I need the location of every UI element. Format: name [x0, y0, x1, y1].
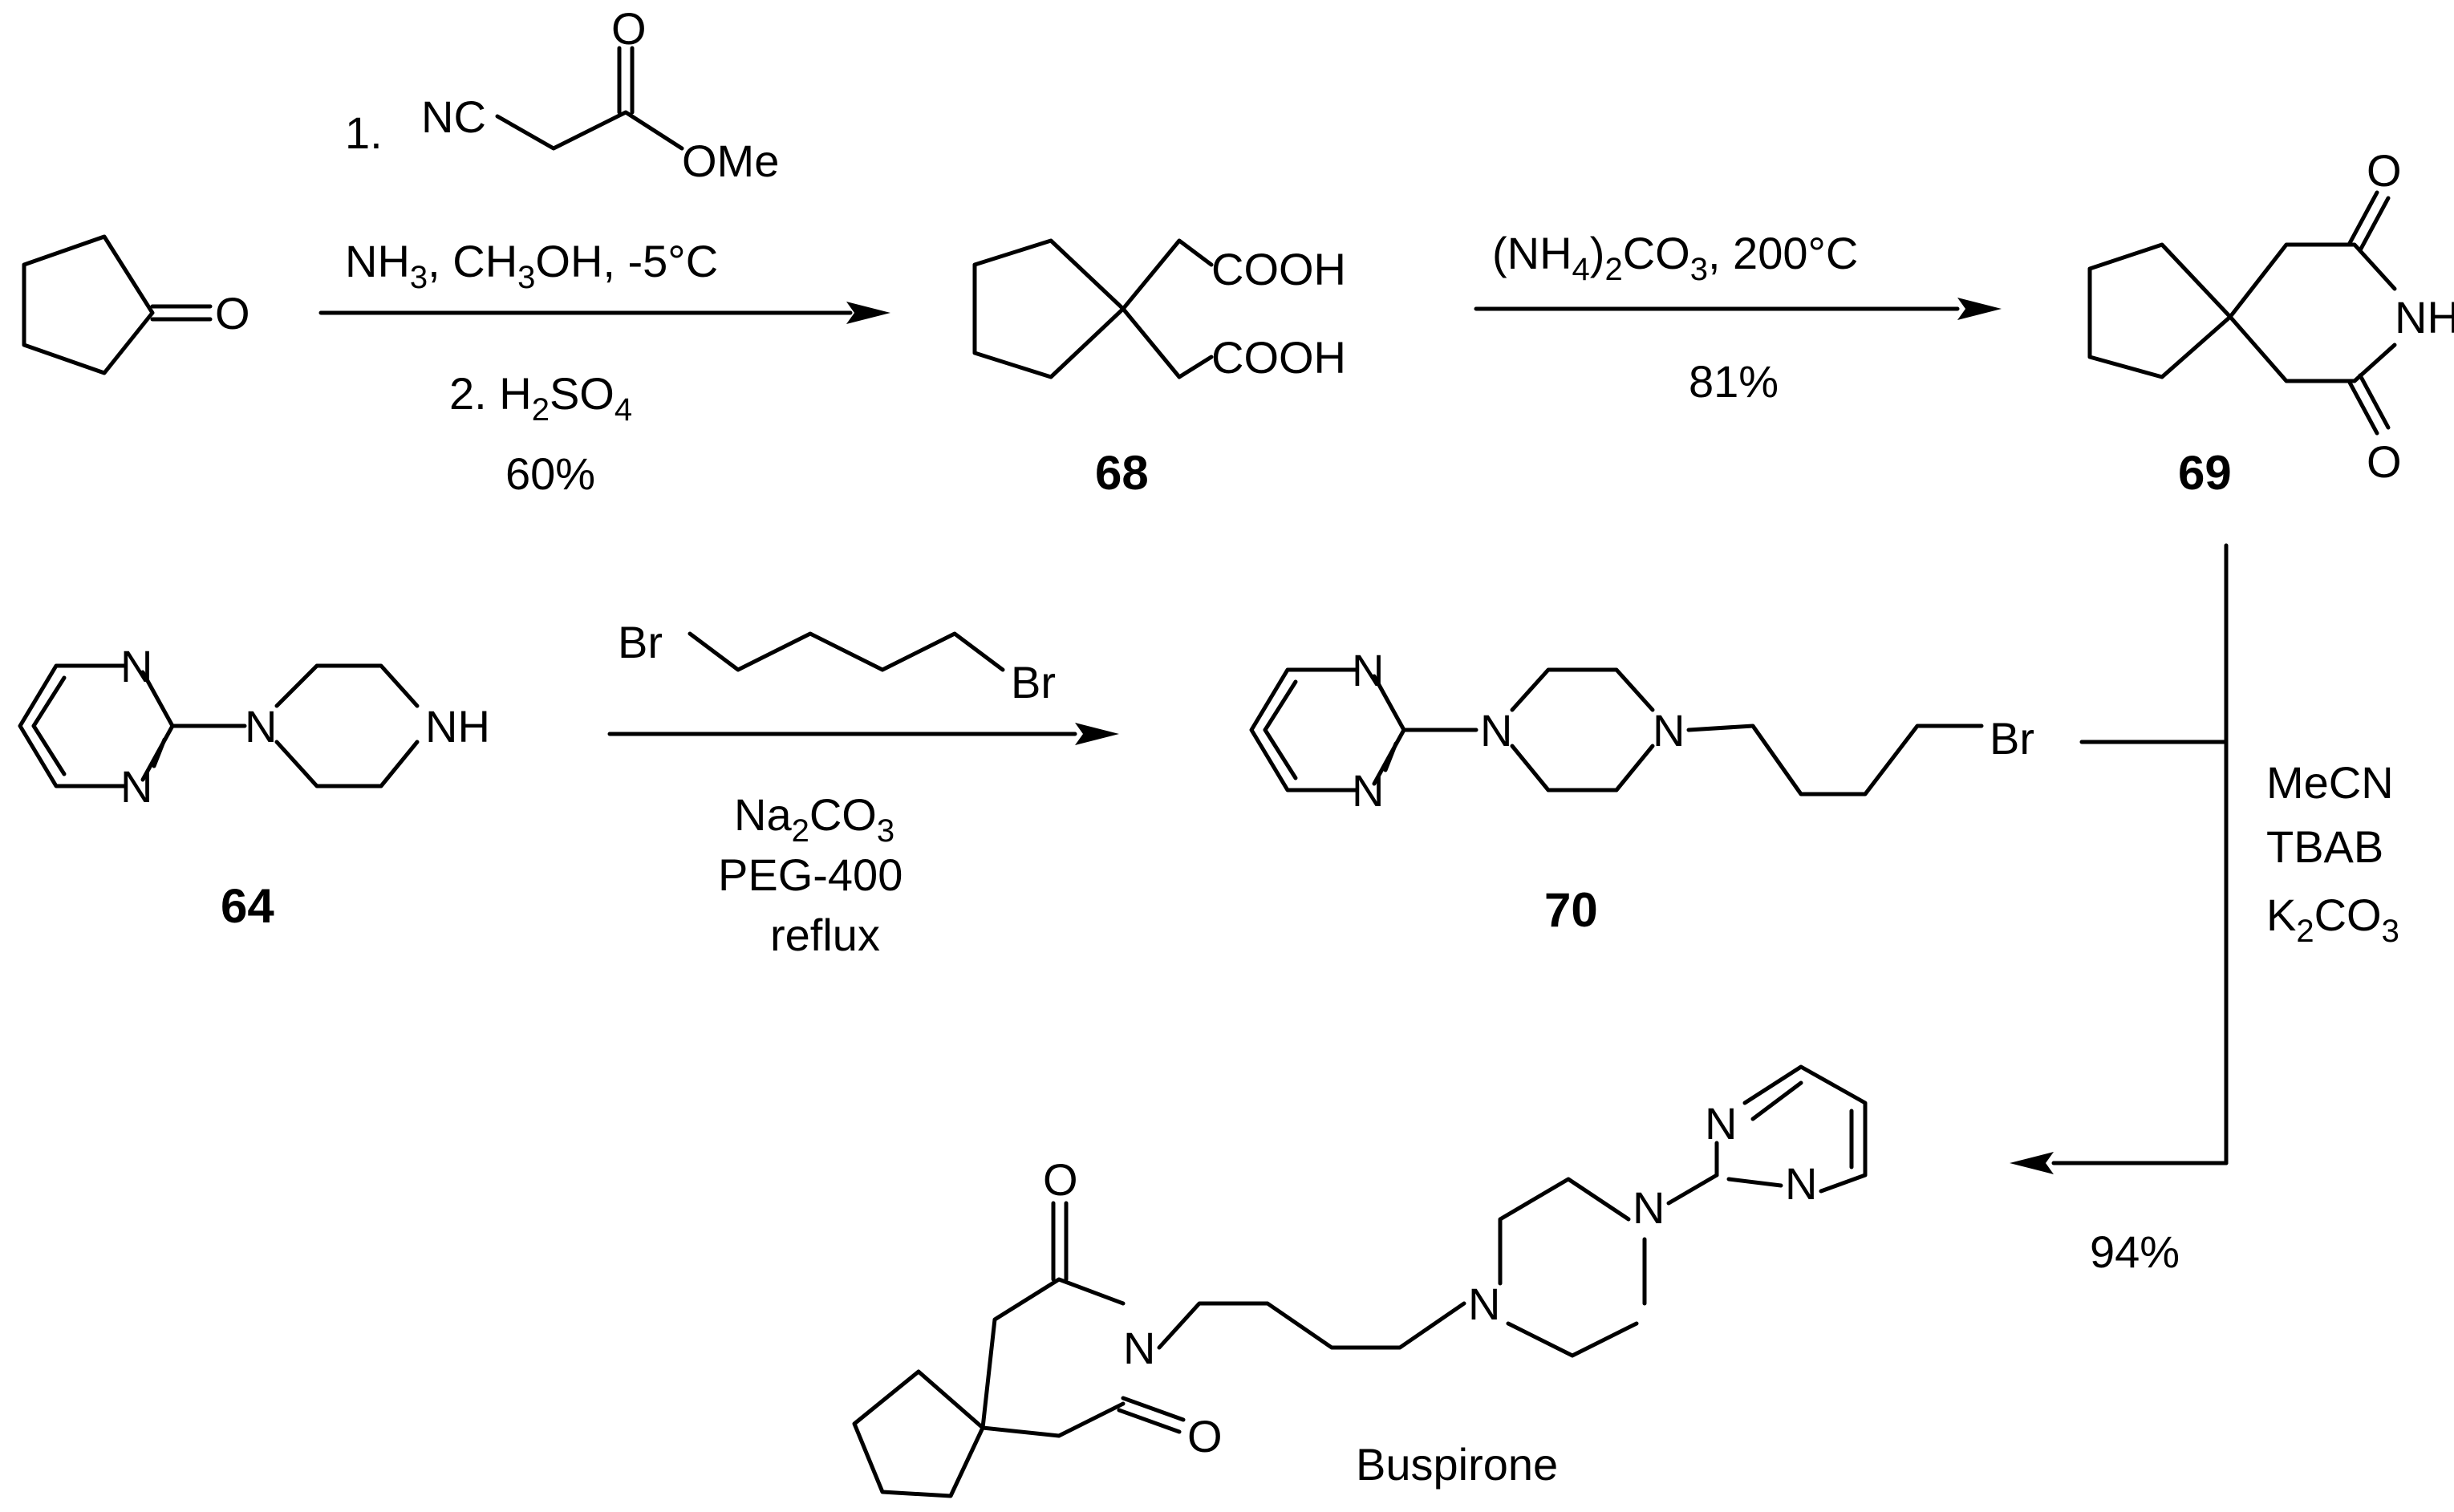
compound-64-pyrimidine-n-top: N	[120, 641, 152, 691]
step5-arrowhead	[2010, 1152, 2054, 1174]
compound-64-structure: N N N NH 64	[18, 641, 490, 933]
step1-reagents: 1. NC O OMe NH3, CH3OH, -5°C 2. H2SO4 60…	[318, 3, 890, 499]
buspirone-imide-n: N	[1123, 1323, 1155, 1373]
step2-conditions: 2. H2SO4	[449, 368, 632, 428]
compound-70-piperazine-n2: N	[1653, 705, 1685, 756]
cyclopentanone-oxygen: O	[215, 288, 250, 338]
compound-64-nh: NH	[425, 701, 490, 752]
buspirone-pyrimidine-n2: N	[1785, 1158, 1817, 1209]
step4-arrowhead	[1075, 723, 1119, 745]
step3-conditions: (NH4)2CO3, 200°C	[1492, 228, 1858, 287]
step4-base: Na2CO3	[734, 789, 894, 849]
compound-64-pyrimidine-n-bottom: N	[120, 761, 152, 812]
compound-70-label: 70	[1544, 883, 1598, 937]
compound-68-cooh-top: COOH	[1211, 244, 1346, 294]
step1-conditions: NH3, CH3OH, -5°C	[345, 236, 718, 295]
dibromobutane-br-left: Br	[618, 617, 663, 667]
step1-arrowhead	[846, 302, 890, 324]
methyl-cyanoacetate-carbonyl-o: O	[611, 3, 647, 54]
buspirone-piperazine-n1: N	[1468, 1279, 1500, 1329]
buspirone-carbonyl-o-top: O	[1043, 1154, 1078, 1205]
step3-reagents: (NH4)2CO3, 200°C 81%	[1474, 228, 2002, 407]
compound-68-structure: COOH COOH 68	[972, 238, 1346, 500]
step4-reflux: reflux	[770, 910, 880, 960]
step3-arrowhead	[1957, 298, 2002, 320]
methyl-cyanoacetate-nc: NC	[421, 91, 486, 142]
compound-70-pyrimidine-n-top: N	[1352, 645, 1384, 695]
compound-68-label: 68	[1095, 446, 1149, 500]
step1-yield: 60%	[505, 448, 595, 499]
compound-70-structure: N N N N Br 70	[1249, 645, 2034, 937]
cyclopentanone-structure: O	[22, 234, 250, 375]
buspirone-piperazine-n2: N	[1633, 1182, 1665, 1233]
compound-70-piperazine-n1: N	[1480, 705, 1512, 756]
methyl-cyanoacetate-ome: OMe	[682, 136, 779, 186]
compound-69-oxygen-bottom: O	[2367, 436, 2402, 487]
step5-reagents: MeCN TBAB K2CO3 94%	[2010, 543, 2399, 1277]
buspirone-pyrimidine-n1: N	[1705, 1098, 1737, 1149]
step5-yield: 94%	[2090, 1226, 2180, 1277]
step4-reagents: Br Br Na2CO3 PEG-400 reflux	[607, 617, 1119, 960]
buspirone-name-label: Buspirone	[1356, 1439, 1558, 1490]
buspirone-structure: O O N N N N N Buspirone	[852, 1064, 1868, 1498]
compound-69-label: 69	[2178, 446, 2232, 500]
step5-solvent: MeCN	[2266, 757, 2394, 808]
compound-69-nh: NH	[2395, 292, 2454, 343]
compound-64-piperazine-n: N	[245, 701, 277, 752]
compound-70-bromine: Br	[1990, 713, 2034, 764]
compound-69-oxygen-top: O	[2367, 145, 2402, 196]
step5-base: K2CO3	[2266, 890, 2399, 949]
compound-69-structure: O NH O 69	[2087, 145, 2454, 500]
compound-68-cooh-bottom: COOH	[1211, 332, 1346, 383]
step1-number: 1.	[345, 107, 383, 158]
step4-solvent: PEG-400	[718, 849, 903, 900]
step3-yield: 81%	[1689, 356, 1779, 407]
compound-64-label: 64	[221, 879, 274, 933]
dibromobutane-br-right: Br	[1011, 657, 1056, 707]
buspirone-carbonyl-o-bottom: O	[1187, 1411, 1223, 1461]
compound-70-pyrimidine-n-bottom: N	[1352, 765, 1384, 816]
step5-catalyst: TBAB	[2266, 821, 2383, 872]
